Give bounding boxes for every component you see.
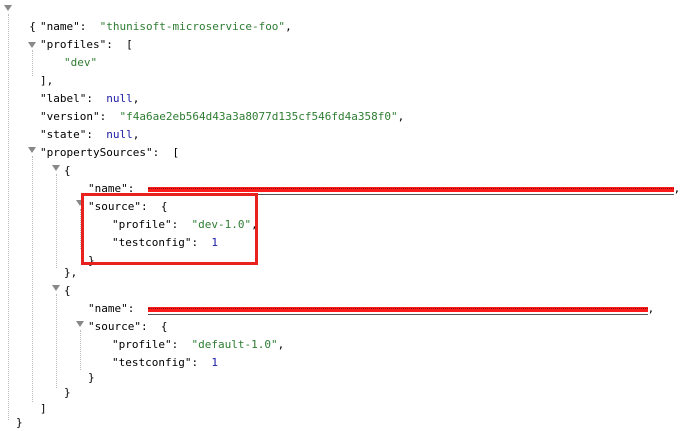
source1-profile-value: "default-1.0" (191, 338, 278, 351)
collapse-source0-inner-icon[interactable] (76, 200, 84, 206)
source1-open: { (64, 284, 71, 297)
source1-testconfig-value: 1 (211, 356, 218, 369)
indent-guide (56, 294, 57, 388)
json-line-source0-name: "name": , (88, 182, 681, 195)
json-line-propertysources: "propertySources": [ (40, 146, 180, 159)
json-line-profiles-close: ], (40, 72, 53, 90)
redacted-url-bar (147, 186, 674, 195)
profiles-key: "profiles" (40, 38, 107, 51)
indent-guide (32, 50, 33, 76)
version-value: "f4a6ae2eb564d43a3a8077d135cf546fd4a358f… (119, 110, 398, 123)
state-key: "state" (40, 128, 87, 141)
json-line-label: "label": null, (40, 92, 140, 105)
source0-profile-key: "profile" (112, 218, 172, 231)
source0-source-close: } (88, 254, 95, 267)
json-line-profiles-item: "dev" (64, 54, 97, 72)
json-line-profiles: "profiles": [ (40, 38, 133, 51)
propertysources-open: [ (172, 146, 180, 159)
collapse-propertysources-icon[interactable] (28, 147, 36, 153)
source1-source-close: } (88, 371, 95, 384)
source0-close: }, (64, 266, 78, 279)
source0-source-open: { (160, 200, 168, 213)
source0-name-key: "name" (88, 182, 128, 195)
json-line-source0-source: "source": { (88, 200, 168, 213)
highlight-annotation-box (81, 193, 258, 265)
label-value: null (106, 92, 133, 105)
collapse-source0-icon[interactable] (52, 165, 60, 171)
source0-source-key: "source" (88, 200, 141, 213)
source0-profile-value: "dev-1.0" (191, 218, 252, 231)
json-line-source1-source: "source": { (88, 320, 168, 333)
json-line-source1-close: } (64, 384, 71, 402)
collapse-source1-inner-icon[interactable] (76, 321, 84, 327)
json-line-source0-close: }, (64, 264, 77, 282)
json-line-name: "name": "thunisoft-microservice-foo", (40, 20, 292, 33)
json-line-root-close: } (16, 414, 23, 431)
json-line: { (16, 0, 36, 33)
json-line-source0-source-close: } (88, 252, 95, 270)
profiles-close: ], (40, 74, 54, 87)
json-line-source1-name: "name": , (88, 302, 655, 315)
source0-testconfig-key: "testconfig" (112, 236, 192, 249)
json-line-source1-profile: "profile": "default-1.0", (112, 338, 285, 351)
json-line-source0-testconfig: "testconfig": 1 (112, 236, 218, 249)
json-line-state: "state": null, (40, 128, 140, 141)
indent-guide (56, 174, 57, 268)
json-line-source1-open: { (64, 282, 71, 300)
indent-guide (80, 330, 81, 370)
state-value: null (106, 128, 133, 141)
collapse-source1-icon[interactable] (52, 285, 60, 291)
json-line-source0-open: { (64, 162, 71, 180)
json-line-propertysources-close: ] (40, 400, 47, 418)
propertysources-close: ] (40, 402, 47, 415)
source0-open: { (64, 164, 71, 177)
name-key: "name" (40, 20, 80, 33)
collapse-root-icon[interactable] (4, 5, 12, 11)
json-line-source0-profile: "profile": "dev-1.0", (112, 218, 258, 231)
source1-profile-key: "profile" (112, 338, 172, 351)
source1-testconfig-key: "testconfig" (112, 356, 192, 369)
root-open-brace: { (29, 20, 36, 33)
indent-guide (32, 156, 33, 402)
source1-close: } (64, 386, 71, 399)
source1-source-open: { (160, 320, 168, 333)
profiles-item: "dev" (64, 56, 98, 69)
source1-name-key: "name" (88, 302, 128, 315)
name-value: "thunisoft-microservice-foo" (99, 20, 286, 33)
indent-guide (80, 209, 81, 249)
json-line-version: "version": "f4a6ae2eb564d43a3a8077d135cf… (40, 110, 405, 123)
collapse-profiles-icon[interactable] (28, 42, 36, 48)
propertysources-key: "propertySources" (40, 146, 153, 159)
json-line-source1-testconfig: "testconfig": 1 (112, 356, 218, 369)
version-key: "version" (40, 110, 100, 123)
profiles-open: [ (126, 38, 133, 51)
source0-testconfig-value: 1 (211, 236, 218, 249)
indent-guide (8, 14, 9, 420)
json-line-source1-source-close: } (88, 369, 95, 387)
root-close-brace: } (16, 416, 23, 429)
redacted-url-bar (147, 306, 648, 315)
label-key: "label" (40, 92, 87, 105)
source1-source-key: "source" (88, 320, 141, 333)
